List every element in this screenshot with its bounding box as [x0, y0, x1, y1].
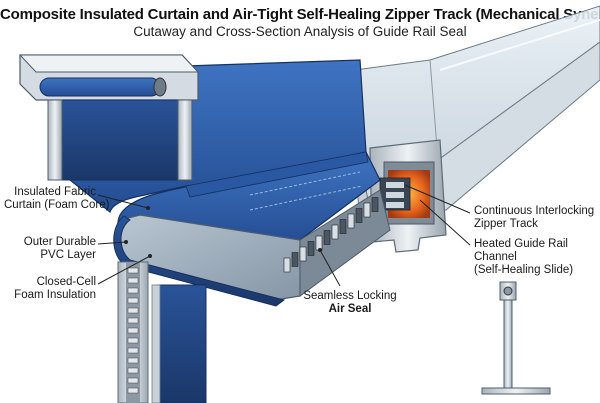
- diagram-title: Composite Insulated Curtain and Air-Tigh…: [0, 6, 600, 23]
- label-insulated-fabric: Insulated Fabric Curtain (Foam Core): [4, 186, 110, 211]
- zipper-tooth: [291, 252, 299, 267]
- zipper-tooth: [331, 224, 339, 240]
- zipper-tooth: [371, 197, 379, 212]
- lower-curtain-panel: [151, 284, 207, 403]
- rail-tooth: [127, 347, 139, 354]
- zipper-tooth: [323, 230, 331, 245]
- leader-dot: [148, 254, 152, 258]
- zipper-tooth: [283, 257, 291, 273]
- label-heated-guide-rail: Heated Guide Rail Channel (Self-Healing …: [474, 238, 574, 276]
- rail-tooth: [127, 327, 139, 334]
- diagram-subtitle: Cutaway and Cross-Section Analysis of Gu…: [133, 24, 467, 39]
- zipper-tooth: [315, 235, 323, 251]
- leader-dot: [146, 206, 150, 210]
- zipper-tooth: [339, 219, 347, 234]
- rail-tooth: [127, 367, 139, 374]
- inset-roller-door-icon: [18, 54, 200, 181]
- rail-tooth: [127, 377, 139, 384]
- zipper-teeth-icon: [283, 197, 379, 273]
- label-zipper-track: Continuous Interlocking Zipper Track: [474, 205, 595, 230]
- rail-tooth: [127, 297, 139, 304]
- rail-tooth: [127, 277, 139, 284]
- leader-lines: [97, 184, 471, 287]
- rail-tooth: [127, 387, 139, 394]
- rail-tooth: [127, 317, 139, 324]
- zipper-tooth: [363, 202, 371, 218]
- left-vertical-rail: [117, 261, 149, 403]
- zipper-tooth: [307, 241, 315, 256]
- leader-dot: [124, 240, 128, 244]
- label-outer-pvc: Outer Durable PVC Layer: [23, 236, 96, 261]
- zipper-tooth: [299, 246, 307, 262]
- rail-tooth: [127, 337, 139, 344]
- rail-tooth: [127, 357, 139, 364]
- rail-tooth: [127, 287, 139, 294]
- leader-dot: [318, 248, 322, 252]
- rail-tooth: [127, 307, 139, 314]
- zipper-tooth: [355, 208, 363, 223]
- label-air-seal: Seamless Locking Air Seal: [303, 290, 397, 315]
- inset-rail-profile-icon: [481, 281, 551, 395]
- zipper-tooth: [347, 213, 355, 229]
- label-closed-cell-foam: Closed-Cell Foam Insulation: [14, 276, 96, 301]
- rail-tooth: [127, 267, 139, 274]
